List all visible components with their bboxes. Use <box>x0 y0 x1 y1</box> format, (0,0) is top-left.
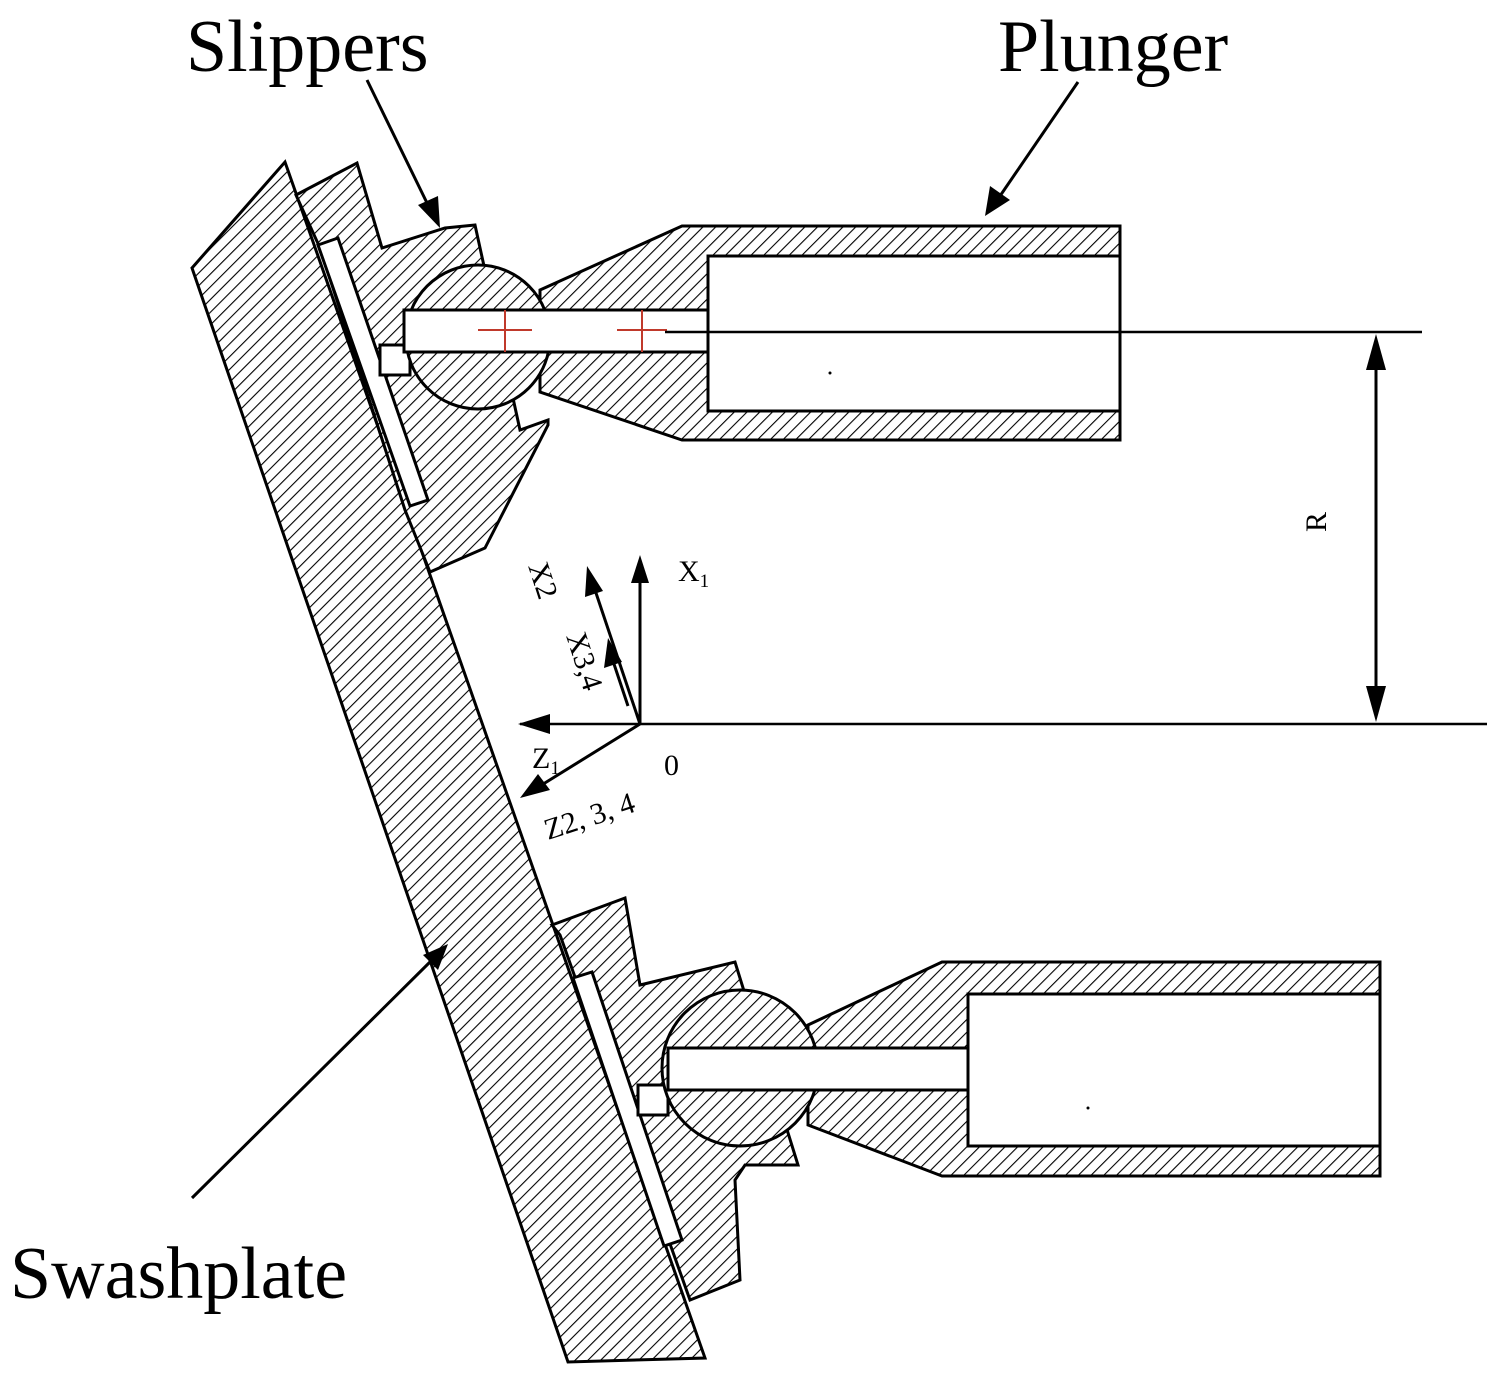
slippers-label: Slippers <box>186 6 429 88</box>
upper-slipper-slot <box>316 236 430 508</box>
label-leaders <box>190 79 1080 1200</box>
lower-plunger-bore <box>966 992 1382 1148</box>
upper-slipper-notch <box>378 343 412 377</box>
upper-piston-assembly <box>294 160 1122 574</box>
lower-piston-assembly <box>549 895 1382 1302</box>
plunger-label: Plunger <box>998 6 1228 88</box>
swashplate-label: Swashplate <box>10 1233 347 1315</box>
origin-label: 0 <box>664 749 679 782</box>
lower-slipper-slot <box>571 970 684 1248</box>
z1-axis-label: Z1 <box>532 742 560 779</box>
x1-axis-letter: X <box>678 555 700 588</box>
z1-axis-letter: Z <box>532 742 550 775</box>
coordinate-axes <box>518 555 649 798</box>
z1-axis-subscript: 1 <box>550 758 560 779</box>
radius-label: R <box>1300 512 1333 532</box>
x34-axis-label: X3,4 <box>559 628 609 694</box>
lower-slipper-notch <box>636 1083 670 1117</box>
upper-plunger-bore <box>706 254 1122 413</box>
upper-center-marks <box>478 310 667 352</box>
upper-dot <box>828 371 832 375</box>
z234-axis-label: Z2, 3, 4 <box>540 786 639 846</box>
x1-axis-subscript: 1 <box>700 571 710 592</box>
radius-dimension <box>1366 334 1386 722</box>
x2-axis-label: X2 <box>521 558 564 603</box>
lower-dot <box>1086 1106 1090 1110</box>
lower-oil-passage <box>666 1046 970 1092</box>
x1-axis-label: X1 <box>678 555 709 592</box>
swashplate <box>190 159 708 1364</box>
